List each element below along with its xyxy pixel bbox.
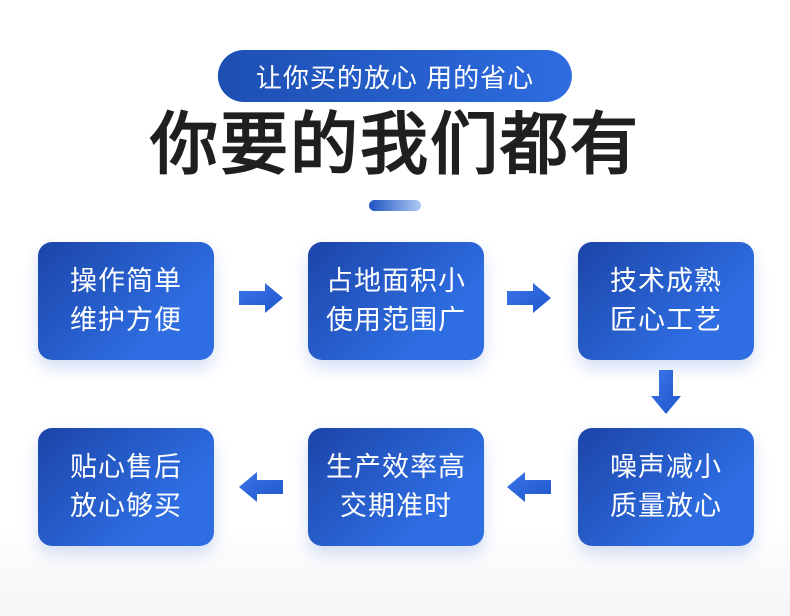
arrow-right-icon	[239, 283, 283, 313]
arrow-right-icon	[507, 283, 551, 313]
page-title: 你要的我们都有	[149, 107, 640, 183]
feature-line: 占地面积小	[326, 266, 466, 296]
feature-line: 使用范围广	[326, 305, 466, 335]
feature-box-operation: 操作简单 维护方便	[38, 242, 214, 360]
feature-line: 维护方便	[70, 305, 182, 335]
feature-box-footprint: 占地面积小 使用范围广	[308, 242, 484, 360]
feature-box-text: 操作简单 维护方便	[70, 262, 182, 340]
feature-box-text: 贴心售后 放心够买	[70, 448, 182, 526]
arrow-left-icon	[507, 472, 551, 502]
feature-line: 质量放心	[610, 491, 722, 521]
title-divider	[369, 200, 421, 211]
feature-line: 生产效率高	[326, 452, 466, 482]
feature-box-text: 技术成熟 匠心工艺	[610, 262, 722, 340]
arrow-down-icon	[651, 370, 681, 414]
tagline-badge-label: 让你买的放心 用的省心	[255, 62, 535, 93]
feature-box-aftersales: 贴心售后 放心够买	[38, 428, 214, 546]
feature-line: 放心够买	[70, 491, 182, 521]
feature-box-text: 生产效率高 交期准时	[326, 448, 466, 526]
feature-box-efficiency: 生产效率高 交期准时	[308, 428, 484, 546]
feature-box-technology: 技术成熟 匠心工艺	[578, 242, 754, 360]
arrow-left-icon	[239, 472, 283, 502]
feature-line: 贴心售后	[70, 452, 182, 482]
feature-line: 交期准时	[340, 491, 452, 521]
feature-box-text: 噪声减小 质量放心	[610, 448, 722, 526]
feature-line: 技术成熟	[610, 266, 722, 296]
feature-line: 操作简单	[70, 266, 182, 296]
feature-line: 噪声减小	[610, 452, 722, 482]
tagline-badge: 让你买的放心 用的省心	[217, 50, 573, 102]
feature-line: 匠心工艺	[610, 305, 722, 335]
feature-box-noise: 噪声减小 质量放心	[578, 428, 754, 546]
feature-box-text: 占地面积小 使用范围广	[326, 262, 466, 340]
